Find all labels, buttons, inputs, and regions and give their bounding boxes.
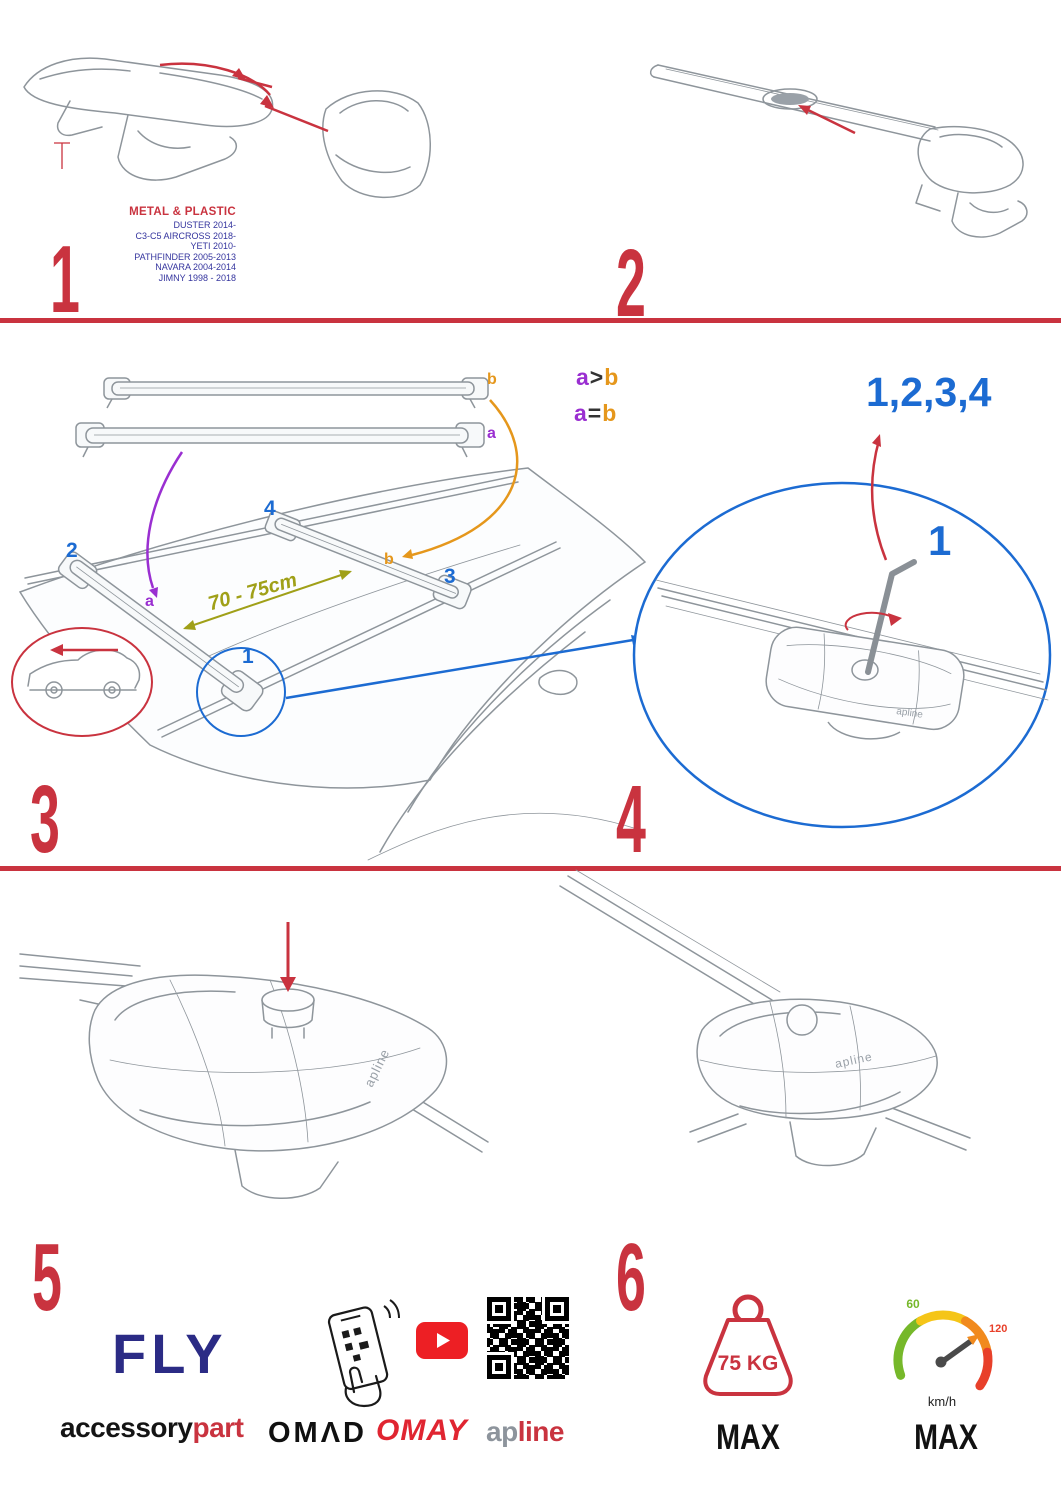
logo-apline: apline [486,1416,564,1447]
model-item: C3-C5 AIRCROSS 2018- [135,230,236,241]
max-weight-value: 75 KG [718,1352,779,1375]
step-number-6: 6 [616,1224,646,1331]
logo-omad: OMΛD [268,1417,367,1449]
step-number-3: 3 [30,766,60,873]
speed-unit-label: km/h [928,1394,956,1409]
cover-attach-arrows-icon [54,62,329,169]
step-number-1: 1 [50,226,80,333]
bar-spacing-arrow [183,570,352,630]
tighten-sequence-label: 1,2,3,4 [866,369,992,415]
weight-max-label: MAX [716,1418,780,1457]
foot-2-label: 2 [66,539,78,562]
crossbar-b-drawing [264,510,472,610]
model-item: NAVARA 2004-2014 [155,262,236,272]
product-mark-text: apline [896,706,924,721]
sequence-pointer-arrow [870,434,888,561]
loose-bars-drawing [75,377,489,458]
step2-bar-end-drawing [649,64,1028,238]
youtube-icon [416,1322,468,1359]
qr-finder-icon [545,1297,569,1321]
logo-omay: OMAY [376,1414,468,1447]
loose-bar-a-label: a [487,425,496,442]
qr-finder-icon [487,1297,511,1321]
step6-mounted-foot-drawing: apline [559,869,971,1167]
bar-b-guide-arrow [402,399,519,559]
logo-accessorypart: accessorypart [60,1412,244,1443]
max-weight-icon: 75 KG [703,1294,793,1396]
qr-finder-icon [487,1355,511,1379]
step-number-5: 5 [32,1224,62,1331]
roof-bar-b-label: b [384,551,394,568]
loose-bar-b-label: b [487,371,497,388]
step-number-4: 4 [616,766,646,873]
crossbar-a-drawing [57,551,264,712]
foot1-highlight-circle [196,647,286,737]
first-foot-label: 1 [928,517,952,564]
hand-icon [344,1366,382,1408]
press-knob-arrow [280,922,296,992]
speedometer-icon: 60 120 km/h [893,1297,1007,1409]
speed-max-tick: 120 [989,1323,1007,1335]
rotate-key-arrow [844,611,902,631]
step-number-2: 2 [616,230,646,337]
step5-press-knob-drawing: apline [19,922,489,1199]
foot-4-label: 4 [264,497,276,520]
qr-code [487,1297,569,1379]
step1-foot-cover-drawing [23,57,431,198]
rule-a-eq-b: a=b [574,400,618,426]
rule-a-gt-b: a>b [576,364,620,390]
car-direction-inset [11,627,153,737]
speed-min-tick: 60 [906,1297,920,1311]
brand-model-name: FLY [112,1322,228,1385]
model-item: YETI 2010- [190,241,236,251]
step4-tightening-detail-drawing: apline [632,434,1052,829]
step3-roof-overview-drawing [11,377,647,861]
model-item: DUSTER 2014- [173,220,236,230]
model-item: PATHFINDER 2005-2013 [134,251,236,262]
materials-heading: METAL & PLASTIC [129,206,236,218]
compatibility-block: METAL & PLASTIC DUSTER 2014- C3-C5 AIRCR… [60,206,236,283]
car-front-arrow-icon [50,644,118,656]
model-item: JIMNY 1998 - 2018 [158,272,236,283]
allen-key-icon [865,559,917,675]
bar-insert-arrow-icon [798,105,856,135]
scan-phone-icon [327,1299,400,1408]
foot-3-label: 3 [444,565,456,588]
section-divider-top [0,318,1061,323]
car-roof-drawing [18,467,647,861]
foot-1-label: 1 [242,645,254,668]
speed-max-label: MAX [914,1418,978,1457]
roof-bar-a-label: a [145,593,154,610]
section-divider-bottom [0,866,1061,871]
bar-a-guide-arrow [146,451,184,598]
